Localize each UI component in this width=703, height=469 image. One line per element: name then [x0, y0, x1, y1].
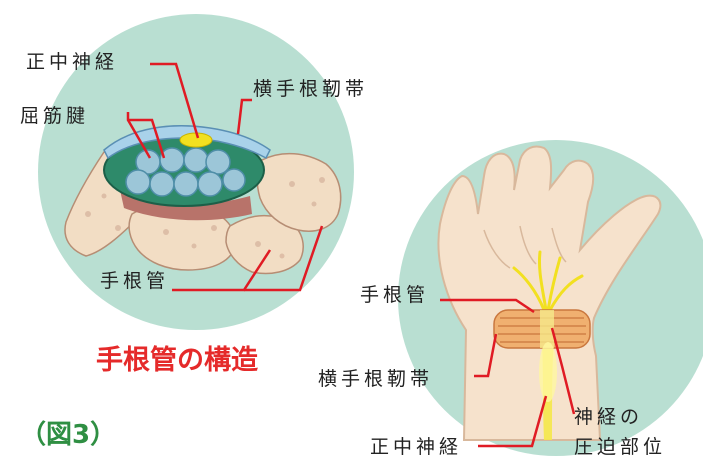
- label-transverse-carpal-ligament-left: 横手根靭帯: [253, 74, 368, 101]
- label-carpal-tunnel-left: 手根管: [100, 266, 169, 293]
- label-flexor-tendons: 屈筋腱: [20, 101, 89, 128]
- hand-diagram: [398, 140, 703, 456]
- flexor-tendons: [126, 148, 245, 196]
- compression-site: [539, 342, 557, 402]
- label-transverse-carpal-ligament-right: 横手根靭帯: [318, 364, 433, 391]
- label-carpal-tunnel-right: 手根管: [360, 280, 429, 307]
- label-median-nerve-right: 正中神経: [370, 432, 462, 459]
- label-compression-site-line2: 圧迫部位: [574, 432, 666, 459]
- figure-number: （図3）: [20, 414, 116, 451]
- label-median-nerve-left: 正中神経: [26, 47, 118, 74]
- label-compression-site-line1: 神経の: [574, 402, 643, 429]
- diagram-title: 手根管の構造: [96, 338, 258, 377]
